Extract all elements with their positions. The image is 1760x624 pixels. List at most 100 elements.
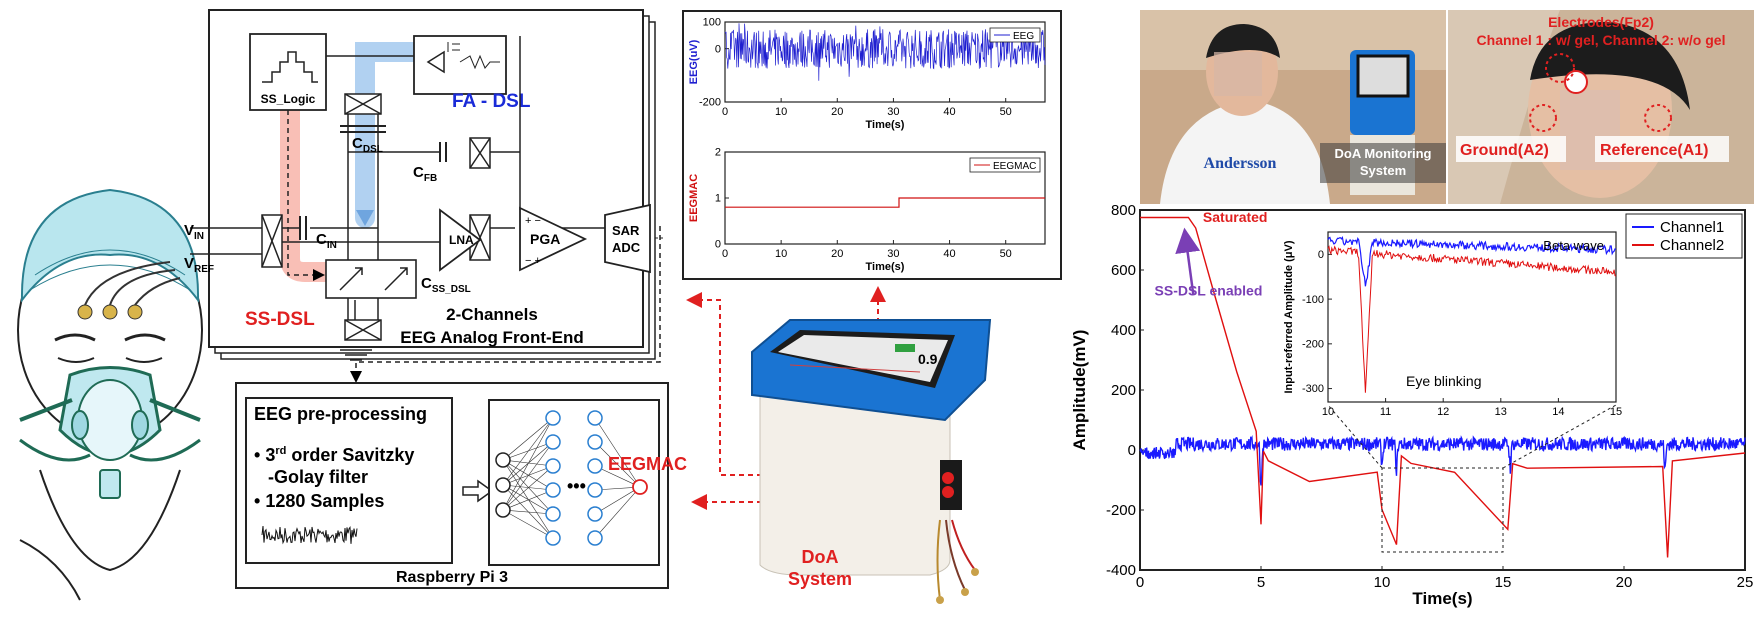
eegmac-label: EEGMAC xyxy=(608,454,687,474)
legend-box xyxy=(1625,213,1743,259)
x-tick-label: 5 xyxy=(1257,574,1265,591)
x-tick-label: 0 xyxy=(722,106,728,118)
nn-hidden-node xyxy=(545,530,561,546)
patient-head-illustration xyxy=(17,188,203,601)
sar-adc-block xyxy=(604,203,651,274)
nn-input-node xyxy=(495,452,511,468)
nn-input-node xyxy=(495,502,511,518)
x-axis-label: Time(s) xyxy=(866,119,905,131)
x-tick-label: 12 xyxy=(1437,406,1449,418)
nn-edge xyxy=(502,459,554,539)
nn-edge xyxy=(502,417,554,461)
y-tick-label: 0 xyxy=(715,239,721,251)
eegmac-series-line xyxy=(725,197,1045,208)
x-tick-label: 14 xyxy=(1552,406,1564,418)
x-axis-label: Time(s) xyxy=(1412,589,1472,608)
preproc-bullet1: • 3rd order Savitzky xyxy=(254,445,414,465)
reference-label: Reference(A1) xyxy=(1600,142,1708,159)
x-tick-label: 10 xyxy=(1322,406,1334,418)
doa-label-2: System xyxy=(788,569,852,589)
nn-hidden-node xyxy=(587,410,603,426)
zoom-box xyxy=(1381,467,1504,553)
nn-hidden-node xyxy=(545,482,561,498)
y-tick-label: -400 xyxy=(1106,562,1136,579)
x-tick-label: 30 xyxy=(887,106,899,118)
x-tick-label: 20 xyxy=(1616,574,1633,591)
fa-dsl-box xyxy=(413,35,507,95)
nn-edge xyxy=(502,484,554,539)
x-tick-label: 10 xyxy=(775,248,787,260)
plot-area xyxy=(1327,231,1617,403)
x-tick-label: 15 xyxy=(1610,406,1622,418)
y-tick-label: 400 xyxy=(1111,322,1136,339)
electrodes-title: Electrodes(Fp2) xyxy=(1548,14,1654,30)
ss-dsl-cap-box xyxy=(325,259,417,299)
pga-label: PGA xyxy=(530,231,560,247)
y-tick-label: -100 xyxy=(1302,294,1324,306)
svg-text:+ −: + − xyxy=(525,215,541,227)
x-tick-label: 11 xyxy=(1380,406,1391,418)
c-dsl-label: CDSL xyxy=(352,135,383,155)
inset-channel2-line xyxy=(1327,245,1617,393)
nn-edge xyxy=(502,489,554,511)
legend-label: Channel1 xyxy=(1660,219,1724,236)
fa-dsl-label: FA - DSL xyxy=(452,91,531,112)
x-tick-label: 10 xyxy=(775,106,787,118)
x-axis-label: Time(s) xyxy=(866,261,905,273)
annotation-beta-wave: Beta wave xyxy=(1543,238,1604,253)
nn-edge xyxy=(502,509,554,539)
lna-label: LNA xyxy=(449,233,474,247)
nn-edge xyxy=(502,417,554,486)
y-axis-label: EEGMAC xyxy=(688,174,700,222)
y-tick-label: 200 xyxy=(1111,382,1136,399)
y-tick-label: 0 xyxy=(1318,249,1324,261)
nn-edge xyxy=(502,459,554,491)
c-ss-dsl-label: CSS_DSL xyxy=(421,275,471,295)
nn-edge xyxy=(502,441,554,511)
nn-edge xyxy=(502,459,554,515)
x-tick-label: 20 xyxy=(831,106,843,118)
nn-output-node xyxy=(632,479,648,495)
v-in-label: VIN xyxy=(184,222,204,242)
annotation-saturated: Saturated xyxy=(1203,209,1268,225)
nn-hidden-node xyxy=(587,434,603,450)
nn-edge xyxy=(594,486,641,539)
adc-label: ADC xyxy=(612,240,641,255)
y-axis-label: Input-referred Amplitude (μV) xyxy=(1283,240,1295,393)
switch-group xyxy=(261,93,491,341)
x-tick-label: 25 xyxy=(1737,574,1754,591)
x-tick-label: 10 xyxy=(1374,574,1391,591)
doa-label-1: DoA xyxy=(802,547,839,567)
x-tick-label: 0 xyxy=(1136,574,1144,591)
neural-network-diagram: ••• xyxy=(495,410,648,546)
preproc-title: EEG pre-processing xyxy=(254,404,427,424)
nn-hidden-node xyxy=(545,410,561,426)
nn-hidden-node xyxy=(545,434,561,450)
x-tick-label: 40 xyxy=(943,106,955,118)
nn-edge xyxy=(594,417,641,488)
zoom-connector xyxy=(1327,404,1383,469)
annotation-ss-dsl: SS-DSL enabled xyxy=(1155,283,1263,299)
y-tick-label: 2 xyxy=(715,147,721,159)
legend-label: Channel2 xyxy=(1660,237,1724,254)
nn-hidden-node xyxy=(587,506,603,522)
x-tick-label: 0 xyxy=(722,248,728,260)
x-tick-label: 15 xyxy=(1495,574,1512,591)
channel1-series-line xyxy=(1139,435,1746,486)
subject-photo-right: Electrodes(Fp2) Channel 1 : w/ gel, Chan… xyxy=(1448,10,1754,204)
y-tick-label: -300 xyxy=(1302,383,1324,395)
nn-hidden-node xyxy=(545,506,561,522)
electrodes-sub: Channel 1 : w/ gel, Channel 2: w/o gel xyxy=(1477,32,1726,48)
ss-logic-label: SS_Logic xyxy=(261,92,316,106)
subject-photo-left: Andersson DoA Monitoring System xyxy=(1140,10,1446,204)
y-axis-label: EEG(uV) xyxy=(688,39,700,84)
c-fb-label: CFB xyxy=(413,164,437,184)
rpi-label: Raspberry Pi 3 xyxy=(396,569,508,586)
nn-edge xyxy=(594,465,641,488)
c-in-label: CIN xyxy=(316,231,337,251)
afe-block: SS_Logic FA - DSL xyxy=(184,9,665,361)
y-tick-label: 0 xyxy=(715,43,721,55)
